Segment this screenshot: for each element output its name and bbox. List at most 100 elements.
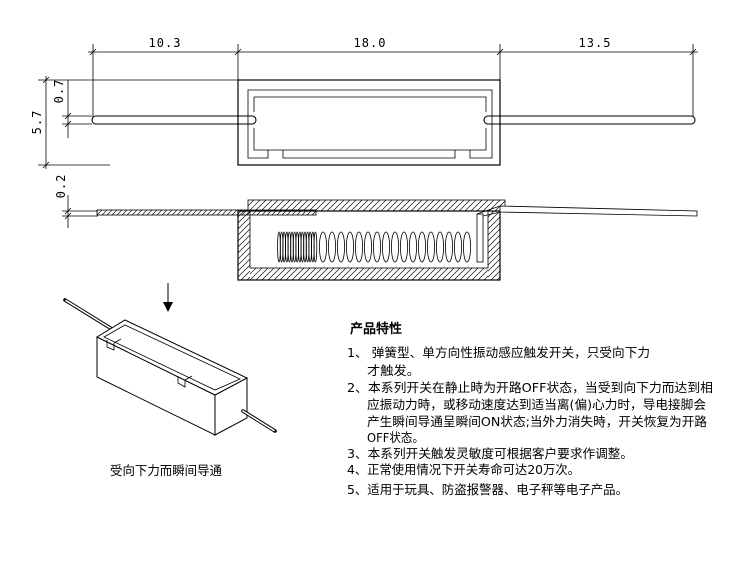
hatch-line [285, 267, 299, 281]
hatch-line [428, 199, 441, 212]
right-wire-inner [242, 410, 275, 432]
hatch-line [176, 209, 183, 216]
hatch-line [392, 199, 405, 212]
hatch-line [121, 209, 128, 216]
top-dimension-chain [88, 44, 698, 117]
spring-coil [277, 231, 471, 263]
hatch-line [237, 264, 251, 278]
hatch-line [278, 199, 291, 212]
hatch-line [231, 209, 238, 216]
hatch-line [434, 199, 447, 212]
hatch-line [422, 199, 435, 212]
dimension-tick [496, 48, 504, 56]
hatch-line [482, 199, 495, 212]
hatch-line [315, 267, 329, 281]
left-lead-strip [96, 209, 317, 216]
force-arrow-head [163, 302, 173, 312]
hatch-line [332, 199, 345, 212]
hatch-line [196, 209, 203, 216]
hatch-line [181, 209, 188, 216]
hatch-line [206, 209, 213, 216]
hatch-line [146, 209, 153, 216]
hatch-line [161, 209, 168, 216]
hatch-line [416, 199, 429, 212]
hatch-line [237, 216, 251, 230]
dimension-label-left-lead: 10.3 [149, 36, 182, 50]
hatch-line [369, 267, 383, 281]
right-lead-strip [499, 205, 698, 217]
hatch-line [344, 199, 357, 212]
hatch-line [314, 199, 327, 212]
hatch-line [351, 267, 365, 281]
spring-coil-turn [354, 231, 363, 263]
hatch-line [326, 199, 339, 212]
dimension-tick [689, 48, 697, 56]
hatch-line [452, 199, 465, 212]
hatch-line [458, 199, 471, 212]
hatch-line [186, 209, 193, 216]
hatch-line [111, 209, 118, 216]
hatch-line [311, 210, 317, 216]
hatch-line [240, 270, 251, 281]
dimension-tick [64, 207, 72, 215]
feature-item-2-continued: 产生瞬间导通呈瞬间ON状态;当外力消失時，开关恢复为开路 [367, 414, 708, 429]
dimension-label-strip: 0.2 [54, 174, 68, 199]
hatch-line [237, 228, 251, 242]
body-inner-frame [247, 89, 493, 159]
hatch-line [423, 267, 437, 281]
hatch-line [363, 267, 377, 281]
isometric-sketch [63, 283, 277, 436]
hatch-line [237, 240, 251, 254]
hatch-line [435, 267, 449, 281]
hatch-line [237, 258, 251, 272]
hatch-line [339, 267, 353, 281]
hatch-line [201, 209, 208, 216]
hatch-line [375, 267, 389, 281]
hatch-line [490, 270, 501, 281]
hatch-line [487, 264, 501, 278]
hatch-line [446, 199, 459, 212]
hatch-line [136, 209, 143, 216]
hatch-line [487, 228, 501, 242]
hatch-line [297, 267, 311, 281]
box-top-face [95, 319, 249, 396]
dimension-tick [89, 48, 97, 56]
hatch-line [237, 210, 245, 218]
spring-coil-turn [390, 231, 399, 263]
box-right-notch [177, 375, 193, 388]
hatch-line [249, 267, 263, 281]
hatch-line [487, 252, 501, 266]
hatch-line [237, 234, 251, 248]
hatch-line [96, 209, 103, 216]
body-inner-cavity [253, 96, 487, 151]
hatch-line [296, 199, 309, 212]
dimension-tick [234, 48, 242, 56]
spring-coil-turn [381, 231, 390, 263]
spring-coil-turn [426, 231, 435, 263]
hatch-line [290, 199, 303, 212]
hatch-line [284, 199, 297, 212]
box-left-notch [106, 338, 122, 351]
hatch-line [447, 267, 461, 281]
hatch-line [226, 209, 233, 216]
spring-coil-turn [336, 231, 345, 263]
hatch-line [465, 267, 479, 281]
hatch-line [345, 267, 359, 281]
hatch-line [356, 199, 369, 212]
spring-coil-turn [318, 231, 327, 263]
hatch-line [126, 209, 133, 216]
hatch-line [399, 267, 413, 281]
hatch-line [487, 222, 501, 236]
hatch-line [381, 267, 395, 281]
hatch-line [249, 267, 257, 275]
spring-coil-turn [408, 231, 417, 263]
hatch-line [166, 209, 173, 216]
right-lead-bend [476, 205, 501, 217]
hatch-line [429, 267, 443, 281]
hatch-line [386, 199, 399, 212]
hatch-line [398, 199, 411, 212]
hatch-line [350, 199, 363, 212]
hatch-line [327, 267, 341, 281]
spring-coil-turn [372, 231, 381, 263]
